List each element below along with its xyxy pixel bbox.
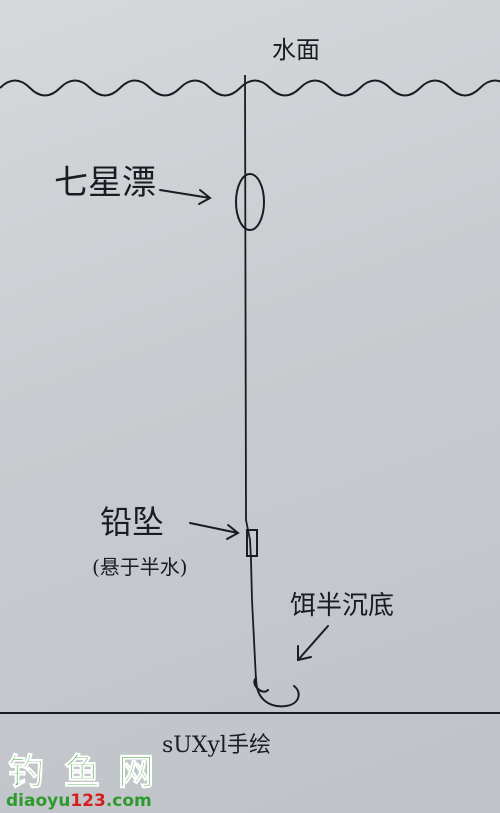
fishing-line: [244, 74, 257, 681]
sinker-shape: [246, 529, 258, 557]
hook-shape: [253, 677, 300, 708]
watermark-char-1: 钓: [8, 752, 44, 793]
float-arrow: [159, 189, 212, 205]
water-surface-line: [0, 79, 500, 97]
watermark-url-prefix: diaoyu: [6, 791, 70, 811]
watermark-char-2: 鱼: [64, 752, 100, 793]
watermark-url: diaoyu123.com: [6, 791, 152, 811]
bait-arrow: [297, 625, 329, 662]
watermark-char-3: 网: [118, 752, 154, 793]
signature-label: sUXyl手绘: [162, 733, 271, 758]
sinker-arrow: [189, 522, 240, 540]
float-shape: [235, 173, 265, 231]
water-surface-label: 水面: [272, 36, 320, 64]
sinker-note-label: (悬于半水): [92, 555, 188, 579]
float-label: 七星漂: [54, 163, 156, 203]
watermark-url-suffix: .com: [106, 791, 152, 811]
watermark-url-digits: 123: [70, 791, 106, 811]
bait-label: 饵半沉底: [290, 591, 394, 621]
sinker-label: 铅坠: [100, 503, 164, 541]
